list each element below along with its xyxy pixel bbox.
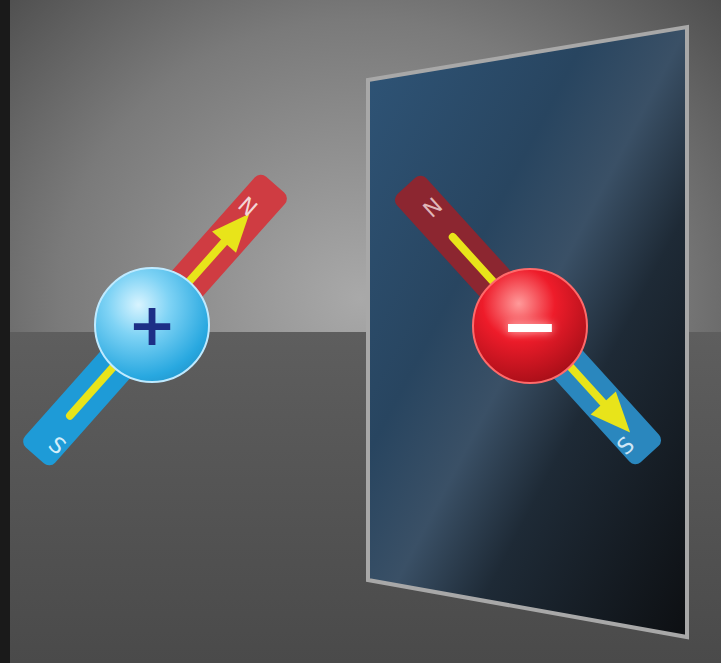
mirror bbox=[368, 27, 687, 637]
positive-particle: + bbox=[94, 267, 210, 383]
charge-sign: + bbox=[128, 296, 177, 354]
mirror-bar-magnet bbox=[392, 172, 665, 467]
bar-magnet bbox=[20, 171, 290, 468]
charge-sign: − bbox=[501, 291, 560, 361]
arrow-head bbox=[591, 392, 643, 444]
spin-arrow bbox=[70, 236, 229, 415]
left-edge bbox=[0, 0, 10, 663]
negative-particle: − bbox=[472, 268, 588, 384]
spin-arrow bbox=[453, 237, 607, 407]
